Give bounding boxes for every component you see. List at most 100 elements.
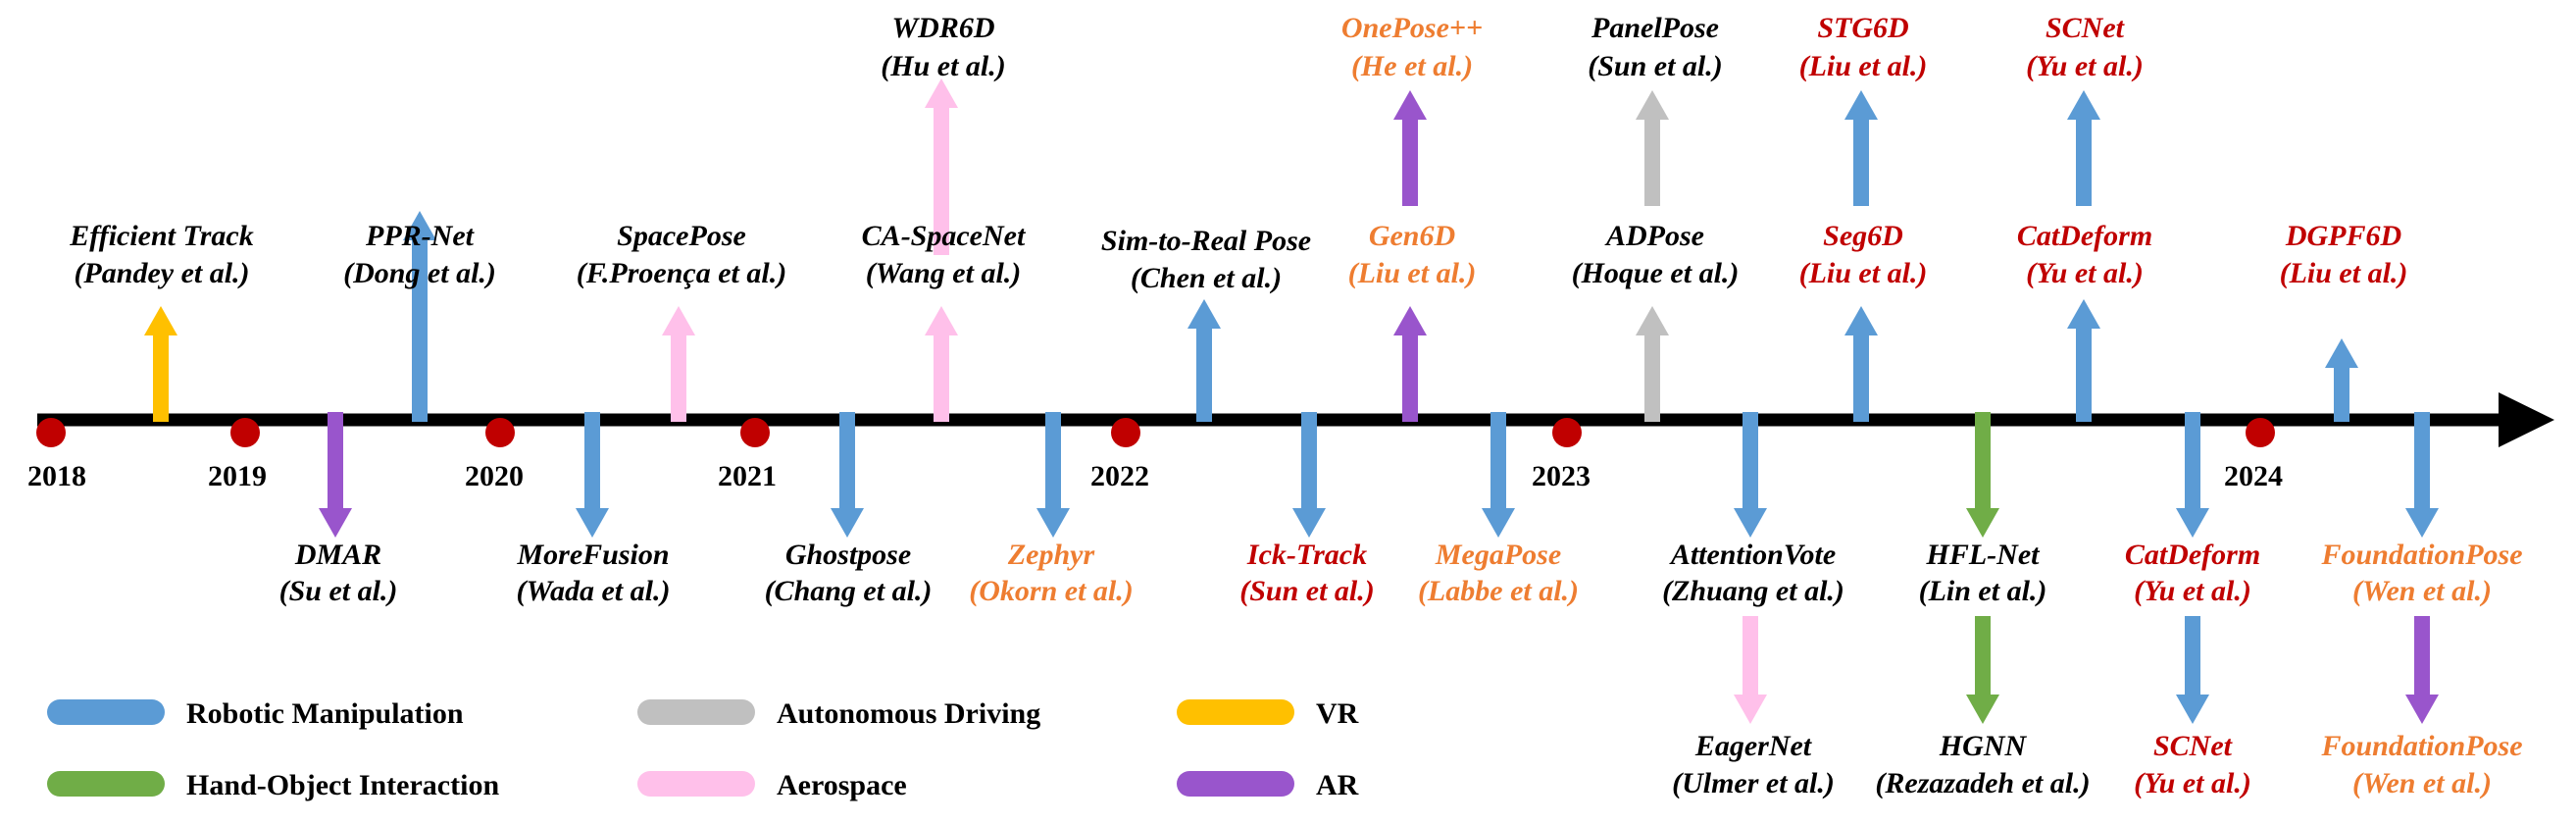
method-name: DMAR (294, 539, 381, 571)
legend-label: Aerospace (777, 769, 907, 801)
method-authors: (Liu et al.) (2280, 257, 2408, 289)
arrow-head (1966, 508, 1999, 538)
legend-label: Hand-Object Interaction (186, 769, 499, 801)
method-label-19: Ick-Track (Sun et al.) (1239, 539, 1375, 607)
method-authors: (Dong et al.) (343, 257, 496, 289)
legend-item-1: Autonomous Driving (637, 697, 1040, 730)
method-label-17: Ghostpose(Chang et al.) (765, 539, 933, 607)
arrow-head (1393, 90, 1427, 120)
method-label-2: SpacePose(F.Proença et al.) (577, 220, 786, 289)
method-arrow-16 (576, 412, 609, 538)
method-name: CA-SpaceNet (862, 220, 1027, 252)
method-label-9: PanelPose (Sun et al.) (1588, 12, 1723, 82)
method-label-6: Gen6D (Liu et al.) (1348, 220, 1477, 289)
method-authors: (Labbe et al.) (1418, 575, 1579, 607)
method-label-0: Efficient Track(Pandey et al.) (69, 220, 253, 289)
method-name: Sim-to-Real Pose (1101, 225, 1311, 257)
year-dot-2018 (36, 418, 66, 447)
method-arrow-8 (1636, 306, 1669, 422)
method-arrows (144, 78, 2439, 724)
arrow-head (1636, 90, 1669, 120)
method-name: PPR-Net (365, 220, 476, 252)
year-dot-2019 (230, 418, 260, 447)
method-arrow-17 (831, 412, 864, 538)
method-label-11: STG6D(Liu et al.) (1799, 12, 1928, 82)
method-label-23: HFL-Net(Lin et al.) (1919, 539, 2047, 607)
method-name: Gen6D (1369, 220, 1455, 252)
legend-label: AR (1316, 769, 1359, 801)
legend-swatch (637, 699, 755, 725)
method-authors: (Sun et al.) (1239, 575, 1375, 607)
method-label-13: SCNet (Yu et al.) (2026, 12, 2144, 82)
method-label-27: FoundationPose(Wen et al.) (2320, 539, 2522, 607)
method-authors: (Okorn et al.) (969, 575, 1134, 607)
method-label-1: PPR-Net (Dong et al.) (343, 220, 496, 289)
method-authors: (Wen et al.) (2352, 575, 2492, 607)
method-authors: (Wang et al.) (866, 257, 1022, 289)
legend-swatch (1177, 699, 1294, 725)
method-name: Ick-Track (1246, 539, 1367, 571)
method-authors: (Zhuang et al.) (1662, 575, 1844, 607)
method-name: EagerNet (1694, 730, 1813, 762)
arrow-head (925, 78, 958, 108)
timeline-axis (37, 392, 2554, 447)
method-arrow-26 (2176, 616, 2209, 724)
method-authors: (Liu et al.) (1348, 257, 1477, 289)
method-arrow-25 (2176, 412, 2209, 538)
method-label-16: MoreFusion(Wada et al.) (516, 539, 670, 607)
legend-swatch (1177, 771, 1294, 797)
year-dot-2021 (740, 418, 770, 447)
method-arrow-19 (1292, 412, 1326, 538)
method-arrow-1 (403, 211, 436, 422)
method-label-22: EagerNet(Ulmer et al.) (1672, 730, 1835, 799)
arrow-head (576, 508, 609, 538)
method-arrow-7 (1393, 90, 1427, 206)
method-name: CatDeform (2017, 220, 2152, 252)
arrow-head (2405, 508, 2439, 538)
arrow-head (319, 508, 352, 538)
method-name: STG6D (1817, 12, 1908, 44)
method-label-5: Sim-to-Real Pose (Chen et al.) (1101, 225, 1311, 294)
method-arrow-14 (2325, 338, 2358, 422)
method-name: Seg6D (1823, 220, 1903, 252)
legend-item-2: VR (1177, 697, 1359, 730)
arrow-head (2176, 695, 2209, 724)
method-label-15: DMAR (Su et al.) (279, 539, 398, 607)
method-name: SpacePose (617, 220, 746, 252)
method-name: ADPose (1604, 220, 1704, 252)
method-authors: (Chen et al.) (1131, 262, 1282, 294)
year-label-2023: 2023 (1532, 460, 1591, 492)
arrow-head (1734, 695, 1767, 724)
method-name: SCNet (2153, 730, 2234, 762)
year-label-2018: 2018 (27, 460, 86, 492)
arrow-head (144, 306, 177, 335)
method-arrow-23 (1966, 412, 1999, 538)
method-authors: (Sun et al.) (1588, 50, 1723, 82)
method-label-28: FoundationPose(Wen et al.) (2320, 730, 2522, 799)
legend-swatch (637, 771, 755, 797)
method-arrow-5 (1187, 299, 1221, 422)
method-authors: (Pandey et al.) (74, 257, 249, 289)
method-authors: (Yu et al.) (2026, 50, 2144, 82)
method-name: Ghostpose (785, 539, 911, 571)
year-label-2021: 2021 (718, 460, 777, 492)
method-name: SCNet (2046, 12, 2126, 44)
method-authors: (Yu et al.) (2026, 257, 2144, 289)
method-authors: (Yu et al.) (2134, 575, 2251, 607)
method-arrow-20 (1482, 412, 1515, 538)
method-authors: (Wen et al.) (2352, 767, 2492, 799)
method-name: MegaPose (1435, 539, 1561, 571)
arrow-head (1187, 299, 1221, 329)
legend-label: Robotic Manipulation (186, 697, 464, 730)
method-label-26: SCNet (Yu et al.) (2134, 730, 2251, 799)
year-label-2020: 2020 (465, 460, 524, 492)
method-name: HFL-Net (1926, 539, 2042, 571)
method-name: PanelPose (1591, 12, 1719, 44)
method-authors: (Su et al.) (279, 575, 398, 607)
method-name: DGPF6D (2285, 220, 2401, 252)
method-authors: (Yu et al.) (2134, 767, 2251, 799)
method-authors: (Hu et al.) (881, 50, 1006, 82)
arrow-head (1636, 306, 1669, 335)
method-arrow-15 (319, 412, 352, 538)
legend: Robotic Manipulation Autonomous Driving VR… (47, 697, 1359, 801)
